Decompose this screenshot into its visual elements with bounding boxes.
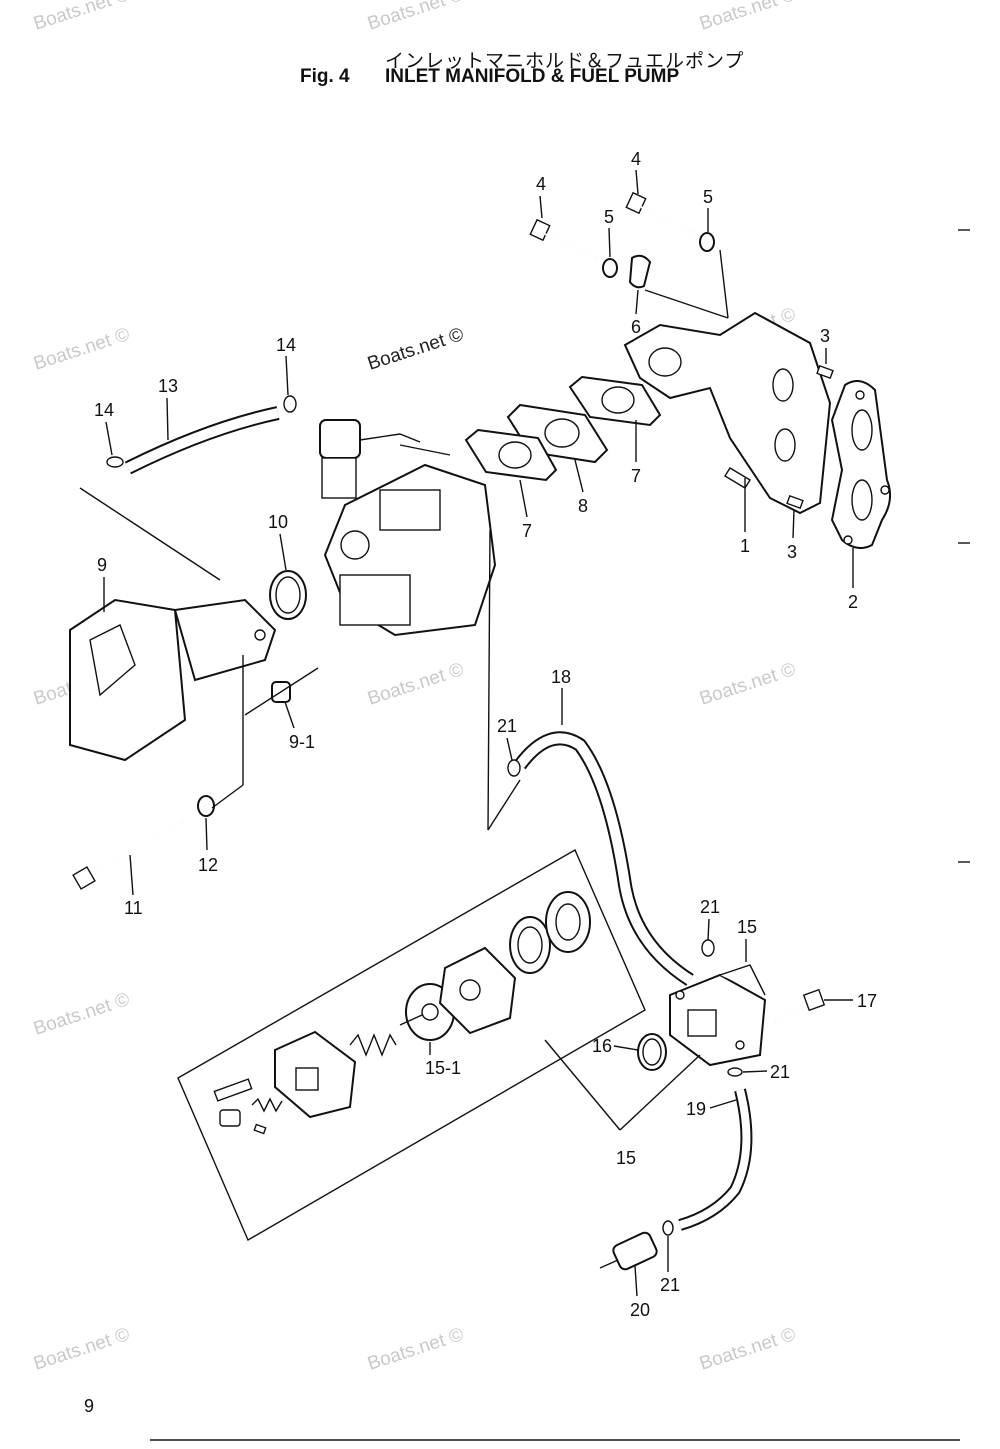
callout-13: 13	[158, 376, 178, 396]
callout-9: 9	[97, 555, 107, 575]
callout-18: 18	[551, 667, 571, 687]
pin-3-lower	[786, 494, 804, 510]
callout-7: 7	[522, 521, 532, 541]
pump-check-valve	[545, 891, 591, 953]
watermark: Boats.net ©	[697, 1324, 798, 1375]
callout-15: 15	[616, 1148, 636, 1168]
watermark: Boats.net ©	[365, 1324, 466, 1375]
gasket-2	[830, 380, 892, 550]
callout-16: 16	[592, 1036, 612, 1056]
callout-8: 8	[578, 496, 588, 516]
pin-3-upper	[816, 364, 834, 380]
callout-15-1: 15-1	[425, 1058, 461, 1078]
hose-clip-21	[701, 939, 715, 957]
bolt-4-left	[529, 218, 596, 259]
callout-15: 15	[737, 917, 757, 937]
callout-1: 1	[740, 536, 750, 556]
pump-gasket	[509, 916, 551, 974]
watermark: Boats.net ©	[31, 0, 132, 35]
callout-21: 21	[497, 716, 517, 736]
leader-lines	[103, 169, 854, 1297]
callout-14: 14	[276, 335, 296, 355]
watermark: Boats.net ©	[365, 324, 466, 375]
callout-5: 5	[604, 207, 614, 227]
washer-12	[197, 795, 215, 817]
clamp-6	[628, 254, 652, 289]
hose-clip-14-right	[283, 395, 297, 413]
figure-number: Fig. 4	[300, 66, 350, 87]
callout-21: 21	[700, 897, 720, 917]
callout-19: 19	[686, 1099, 706, 1119]
figure-title: INLET MANIFOLD & FUEL PUMP	[385, 66, 680, 87]
fuel-filter-20	[599, 1231, 658, 1271]
hose-clip-14-left	[106, 456, 124, 468]
watermark: Boats.net ©	[31, 989, 132, 1040]
hose-clip-21	[507, 759, 521, 777]
watermark: Boats.net ©	[31, 324, 132, 375]
callout-9-1: 9-1	[289, 732, 315, 752]
callout-6: 6	[631, 317, 641, 337]
pump-cover-plate	[274, 1030, 357, 1119]
watermark: Boats.net ©	[365, 0, 466, 35]
callout-10: 10	[268, 512, 288, 532]
callout-14: 14	[94, 400, 114, 420]
callout-3: 3	[787, 542, 797, 562]
bolt-4-right	[625, 191, 693, 233]
bolt-11	[72, 821, 183, 890]
watermark: Boats.net ©	[365, 659, 466, 710]
washer-5-left	[602, 258, 618, 278]
callout-20: 20	[630, 1300, 650, 1320]
callout-3: 3	[820, 326, 830, 346]
callout-4: 4	[631, 149, 641, 169]
callout-21: 21	[770, 1062, 790, 1082]
callout-21: 21	[660, 1275, 680, 1295]
callout-2: 2	[848, 592, 858, 612]
bolt-17	[774, 988, 826, 1023]
hose-clip-21	[727, 1067, 743, 1077]
callout-11: 11	[124, 898, 143, 918]
callout-7: 7	[631, 466, 641, 486]
callout-17: 17	[857, 991, 877, 1011]
page-number: 9	[84, 1396, 95, 1416]
figure-title-japanese: インレットマニホルド＆フュエルポンプ	[385, 50, 745, 72]
pump-small-parts	[213, 1078, 283, 1135]
fuel-pump-15	[669, 964, 767, 1067]
exploded-view-frame	[177, 849, 646, 1242]
callout-12: 12	[198, 855, 218, 875]
pump-spring	[349, 1033, 397, 1057]
air-silencer-9	[69, 598, 277, 762]
callout-5: 5	[703, 187, 713, 207]
watermark: Boats.net ©	[697, 0, 798, 35]
washer-5-right	[699, 232, 715, 252]
hose-clip-21	[662, 1220, 674, 1236]
watermark: Boats.net ©	[31, 1324, 132, 1375]
callout-4: 4	[536, 174, 546, 194]
pump-body	[438, 946, 517, 1035]
carburetor	[319, 419, 497, 637]
watermark: Boats.net ©	[697, 659, 798, 710]
